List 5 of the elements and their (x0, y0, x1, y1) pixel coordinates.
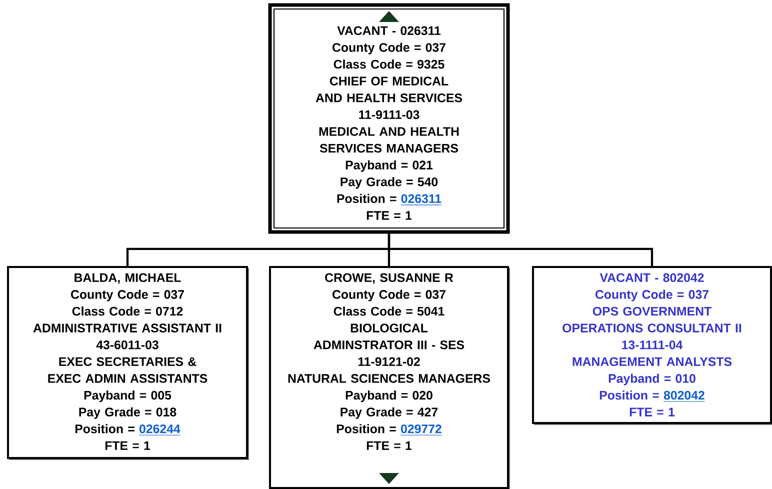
position-box: BALDA, MICHAEL County Code = 037 Class Code = 0712 ADMINISTRATIVE ASSISTANT II 43-6011-03 EXEC SECRETARIES & EXEC ADMIN ASSISTANTS Payband = 005 Pay Grade = 018 Position = 026244 FTE = 1 (7, 266, 249, 460)
position-box: CROWE, SUSANNE R County Code = 037 Class Code = 5041 BIOLOGICAL ADMINSTRATOR III - SES 11-9121-02 NATURAL SCIENCES MANAGERS Payband = 020 Pay Grade = 427 Position = 029772 FTE = 1 (269, 266, 510, 489)
position-box: VACANT - 026311 County Code = 037 Class Code = 9325 CHIEF OF MEDICAL AND HEALTH SERVICES 11-9111-03 MEDICAL AND HEALTH SERVICES MANAGERS Payband = 021 Pay Grade = 540 Position = 026311 FTE = 1 (268, 3, 510, 234)
connector-line (388, 232, 654, 267)
position-box: VACANT - 802042 County Code = 037 OPS GOVERNMENT OPERATIONS CONSULTANT II 13-1111-04 MANAGEMENT ANALYSTS Payband = 010 Position = 802042 FTE = 1 (532, 266, 772, 425)
